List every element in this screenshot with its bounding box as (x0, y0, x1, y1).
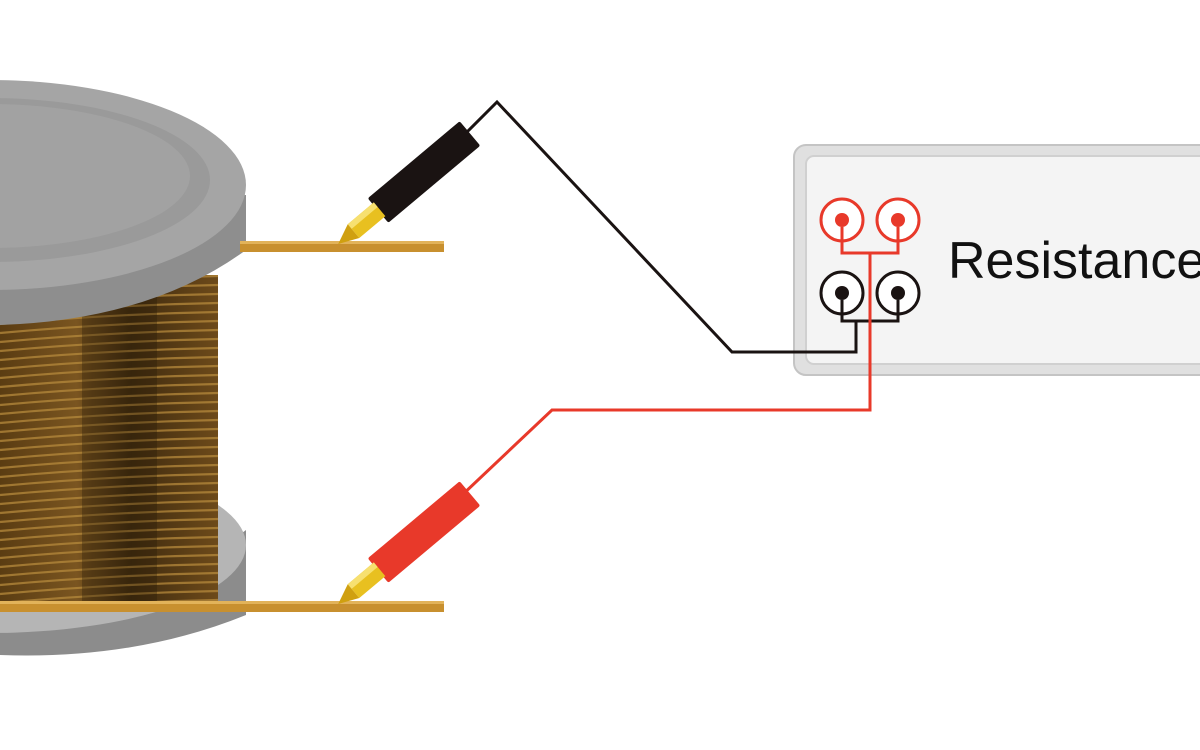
copper-coil-winding (0, 275, 218, 610)
coil-winding-stripe (0, 589, 218, 605)
red-terminal-left[interactable] (819, 197, 865, 243)
coil-wire-lead-bottom (0, 601, 444, 612)
coil-winding-stripe (0, 454, 218, 470)
coil-winding-stripe (0, 544, 218, 560)
coil-winding-stripe (0, 337, 218, 353)
coil-winding-stripe (0, 490, 218, 506)
coil-winding-stripe (0, 562, 218, 578)
black-test-probe[interactable] (328, 121, 480, 256)
red-lead-wire (458, 227, 900, 499)
coil-winding-stripe (0, 391, 218, 407)
resistance-meter: Resistance (793, 144, 1200, 376)
coil-winding-stripe (0, 382, 218, 398)
coil-winding-stripe (0, 373, 218, 389)
coil-winding-stripe (0, 355, 218, 371)
coil-winding-stripe (0, 409, 218, 425)
red-test-probe[interactable] (328, 481, 480, 616)
coil-winding-stripe (0, 346, 218, 362)
coil-winding-stripe (0, 526, 218, 542)
coil-winding-stripe (0, 463, 218, 479)
coil-winding-stripe (0, 436, 218, 452)
coil-winding-stripe (0, 445, 218, 461)
wire-spool (0, 80, 246, 656)
coil-winding-stripe (0, 328, 218, 344)
coil-winding-stripe (0, 571, 218, 587)
coil-winding-stripe (0, 472, 218, 488)
coil-winding-stripe (0, 481, 218, 497)
coil-winding-stripe (0, 364, 218, 380)
coil-winding-stripe (0, 517, 218, 533)
red-terminal-right[interactable] (875, 197, 921, 243)
coil-winding-stripe (0, 499, 218, 515)
coil-winding-stripe (0, 553, 218, 569)
spool-top-flange (0, 80, 246, 325)
coil-winding-stripe (0, 400, 218, 416)
coil-winding-stripe (0, 508, 218, 524)
meter-label: Resistance (948, 232, 1200, 290)
black-terminal-right[interactable] (875, 270, 921, 316)
coil-winding-stripe (0, 418, 218, 434)
coil-winding-stripe (0, 580, 218, 596)
coil-winding-stripe (0, 319, 218, 335)
coil-winding-stripe (0, 535, 218, 551)
coil-winding-stripe (0, 427, 218, 443)
